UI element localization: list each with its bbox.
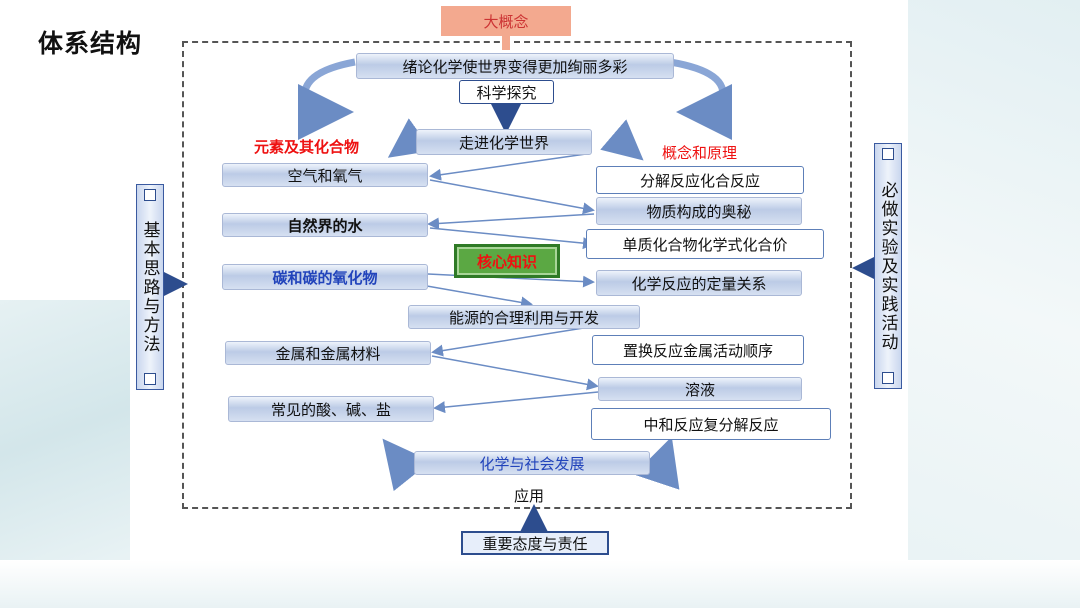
right-item-decomposition: 分解反应化合反应	[596, 166, 804, 194]
left-header: 元素及其化合物	[254, 138, 360, 156]
application-label: 应用	[513, 486, 544, 505]
society-box: 化学与社会发展	[414, 451, 650, 475]
right-side-label: 必做实验及实践活动	[877, 180, 898, 352]
society-arrow-right	[633, 436, 680, 490]
energy-box: 能源的合理利用与开发	[408, 305, 640, 329]
left-item-air: 空气和氧气	[222, 163, 428, 187]
right-item-displacement: 置换反应金属活动顺序	[592, 335, 804, 365]
right-header: 概念和原理	[662, 144, 738, 162]
bottom-background	[0, 560, 1080, 608]
right-item-solution: 溶液	[598, 377, 802, 401]
big-concept-box: 大概念	[441, 6, 571, 36]
right-item-quantity: 化学反应的定量关系	[596, 270, 802, 296]
page-title: 体系结构	[38, 29, 143, 58]
enter-chemistry-box: 走进化学世界	[416, 129, 592, 155]
core-knowledge-box: 核心知识	[454, 244, 560, 278]
left-item-acid: 常见的酸、碱、盐	[228, 396, 434, 422]
left-item-metal: 金属和金属材料	[225, 341, 431, 365]
right-item-formula: 单质化合物化学式化合价	[586, 229, 824, 259]
right-side-square-top	[882, 148, 894, 160]
right-item-structure: 物质构成的奥秘	[596, 197, 802, 225]
right-side-square-bottom	[882, 372, 894, 384]
left-side-square-top	[144, 189, 156, 201]
left-side-bar: 基本思路与方法	[136, 184, 164, 390]
left-item-carbon: 碳和碳的氧化物	[222, 264, 428, 290]
enter-arrow-left	[387, 118, 433, 158]
enter-arrow-right	[600, 119, 644, 161]
science-box: 科学探究	[459, 80, 554, 104]
right-side-bar: 必做实验及实践活动	[874, 143, 902, 389]
left-item-water: 自然界的水	[222, 213, 428, 237]
left-side-label: 基本思路与方法	[139, 220, 160, 354]
curve-arrow-right	[669, 58, 733, 140]
right-item-neutralization: 中和反应复分解反应	[591, 408, 831, 440]
feather-decoration-right	[900, 0, 1080, 608]
attitude-box: 重要态度与责任	[461, 531, 609, 555]
curve-arrow-left	[297, 58, 356, 140]
intro-box: 绪论化学使世界变得更加绚丽多彩	[356, 53, 674, 79]
left-side-square-bottom	[144, 373, 156, 385]
